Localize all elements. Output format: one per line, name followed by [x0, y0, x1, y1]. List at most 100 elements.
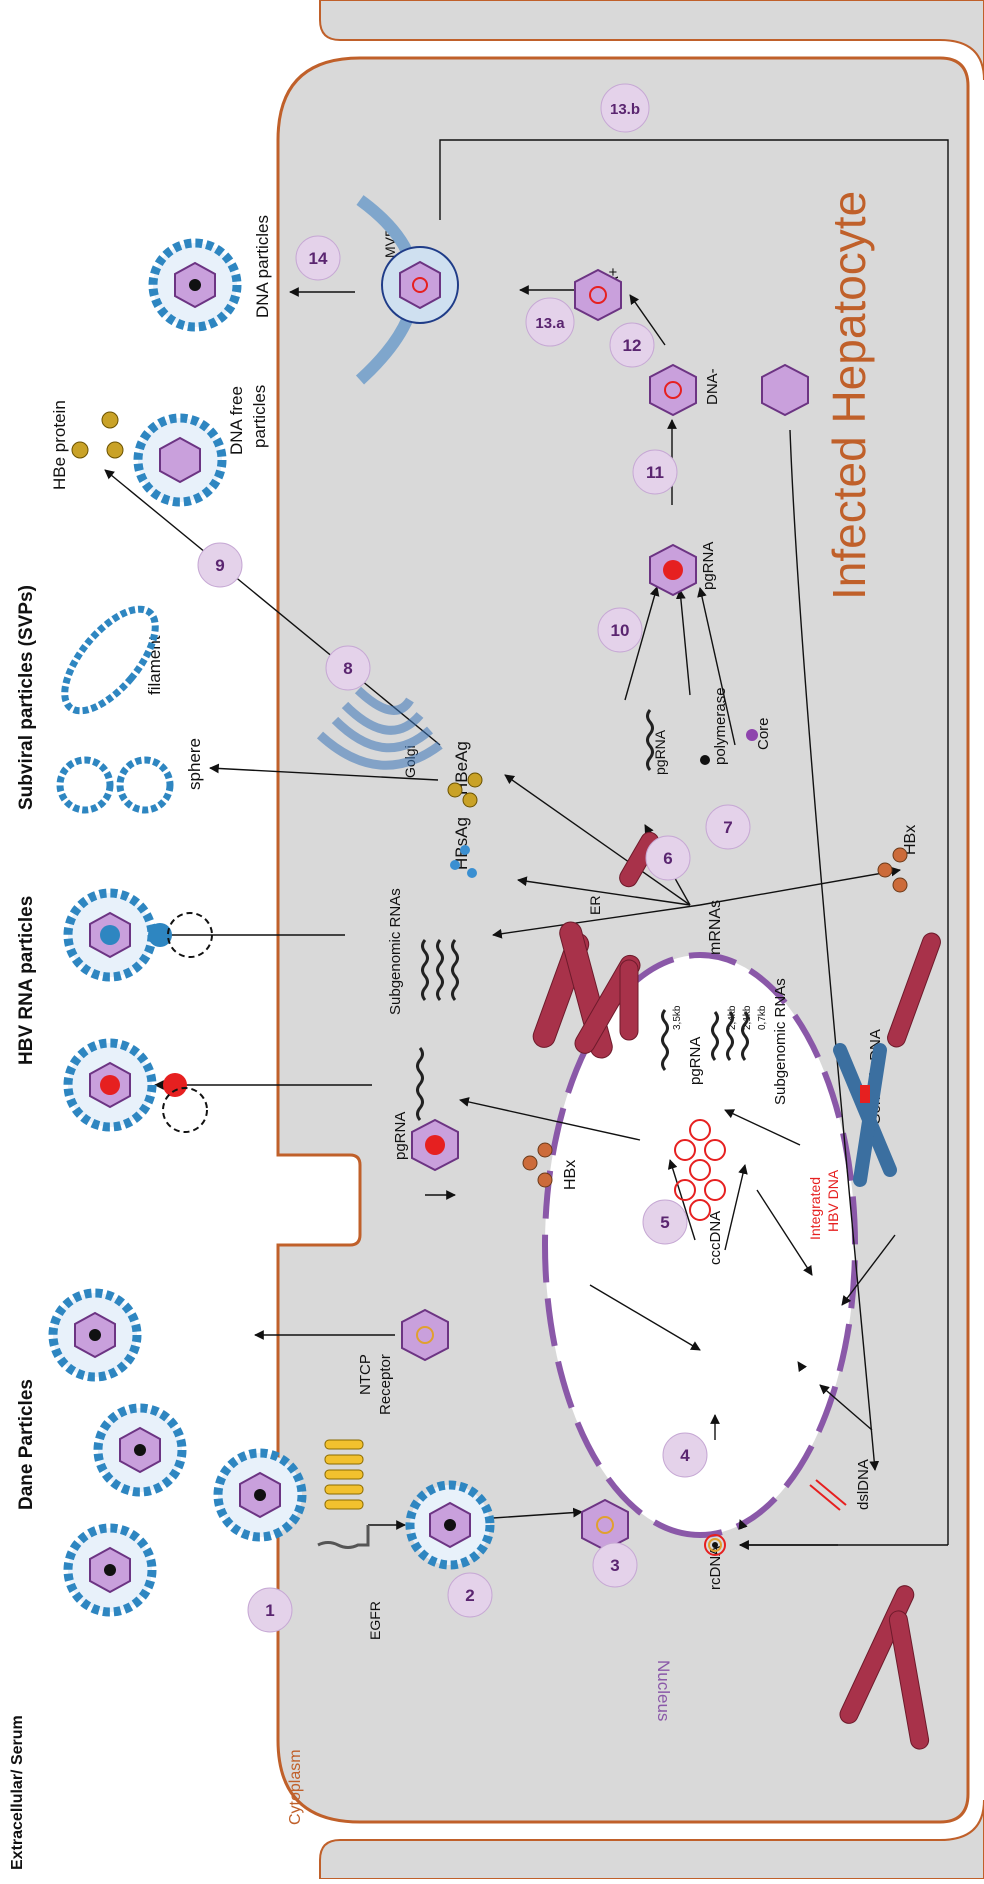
label-receptor: Receptor [377, 1354, 394, 1415]
hbx-nucleus-dots [522, 1142, 553, 1188]
label-mrnas: mRNAs [707, 900, 724, 955]
label-rcdna: rcDNA [707, 1546, 724, 1590]
step-label-2: 2 [465, 1586, 474, 1605]
label-hbx-nucleus: HBx [562, 1160, 579, 1190]
virion [405, 1480, 495, 1570]
step-label-1: 1 [265, 1601, 274, 1620]
multivesicular-body [355, 195, 459, 385]
golgi-apparatus [316, 686, 443, 770]
virion [63, 1523, 157, 1617]
step-label-4: 4 [680, 1446, 690, 1465]
egfr [317, 1525, 370, 1549]
neighbor-cell-bottom [319, 1799, 984, 1880]
capsid-cyto [401, 1308, 449, 1362]
polymerase-dot [700, 755, 710, 765]
naked-subgenomic-circle [167, 912, 213, 958]
label-cccdna: cccDNA [707, 1211, 724, 1265]
neighbor-cell-top [319, 0, 984, 81]
step-badge-3: 3 [592, 1542, 638, 1588]
label-pgrna-nucleus: pgRNA [687, 1037, 704, 1085]
step-badge-13b: 13.b [600, 83, 650, 133]
label-hbeag: HBeAg [452, 741, 471, 795]
hbe-protein-dots [71, 411, 124, 459]
step-badge-1: 1 [247, 1587, 293, 1633]
step-label-12: 12 [623, 336, 642, 355]
label-size-35: 3,5kb [672, 1005, 683, 1030]
step-badge-14: 14 [295, 235, 341, 281]
step-label-11: 11 [646, 463, 664, 482]
core-dot [746, 729, 758, 741]
virion-subgenomic [63, 888, 157, 982]
step-badge-11: 11 [632, 449, 678, 495]
step-label-8: 8 [343, 659, 352, 678]
step-label-14: 14 [309, 249, 328, 268]
step-badge-10: 10 [597, 607, 643, 653]
step-label-7: 7 [723, 818, 732, 837]
step-label-6: 6 [663, 849, 672, 868]
label-dna-free: DNA free [227, 386, 246, 455]
step-badge-2: 2 [447, 1572, 493, 1618]
label-dna-particles: DNA particles [253, 215, 272, 318]
dsldna [809, 1479, 847, 1511]
step-badge-5: 5 [642, 1199, 688, 1245]
step-badge-6: 6 [645, 835, 691, 881]
virion [213, 1448, 307, 1542]
naked-pgrna [163, 1073, 187, 1097]
label-size-07: 0,7kb [757, 1005, 768, 1030]
label-core: Core [755, 717, 772, 750]
label-dsldna: dslDNA [855, 1459, 872, 1510]
label-filament: filament [145, 635, 164, 695]
step-badge-12: 12 [609, 322, 655, 368]
capsid-entry [581, 1498, 629, 1552]
label-dna-minus: DNA- [704, 368, 721, 405]
naked-pgrna-circle [162, 1087, 208, 1133]
header-hbv-rna: HBV RNA particles [16, 896, 37, 1065]
region-cytoplasm: Cytoplasm [287, 1749, 304, 1825]
svp-filament [61, 605, 159, 715]
label-subgenomic-cyto: Subgenomic RNAs [387, 888, 404, 1015]
step-badge-13a: 13.a [525, 297, 575, 347]
virion [93, 1403, 187, 1497]
rcdna [704, 1534, 726, 1556]
step-badge-4: 4 [662, 1432, 708, 1478]
chromosome [833, 1043, 897, 1187]
diagram-title: Infected Hepatocyte [823, 191, 875, 600]
step-label-5: 5 [660, 1213, 669, 1232]
step-badge-7: 7 [705, 804, 751, 850]
label-hbsag: HBsAg [452, 817, 471, 870]
capsid-dna-plus [574, 268, 622, 322]
label-egfr: EGFR [367, 1601, 383, 1640]
cccdna [674, 1119, 726, 1221]
label-dna-free-particles: particles [250, 385, 269, 448]
hbsag-dots [450, 845, 477, 878]
hbeag-dots [447, 772, 483, 808]
virion-dna-free [133, 413, 227, 507]
label-subgenomic-nucleus: Subgenomic RNAs [772, 978, 789, 1105]
header-svps: Subviral particles (SVPs) [16, 585, 37, 810]
label-pgrna-cyto: pgRNA [392, 1112, 409, 1160]
label-hbx-cyto: HBx [902, 825, 919, 855]
label-pgrna-translate: pgRNA [652, 729, 668, 775]
hbx-cyto-dots [877, 847, 908, 893]
step-badge-8: 8 [325, 645, 371, 691]
step-label-13a: 13.a [535, 315, 565, 332]
virion-rna [63, 1038, 157, 1132]
nucleus [542, 952, 858, 1538]
naked-subgenomic [148, 923, 172, 947]
step-label-10: 10 [611, 621, 630, 640]
region-extracellular: Extracellular/ Serum [9, 1715, 26, 1870]
label-hbv-dna: HBV DNA [825, 1169, 841, 1232]
label-integrated: Integrated [807, 1177, 823, 1240]
label-sphere: sphere [185, 738, 204, 790]
step-badge-9: 9 [197, 542, 243, 588]
virion-group [48, 238, 495, 1617]
label-polymerase: polymerase [712, 687, 729, 765]
svp-spheres [56, 756, 174, 814]
step-label-3: 3 [610, 1556, 619, 1575]
label-hbe-protein: HBe protein [50, 400, 69, 490]
virion-dna [148, 238, 242, 332]
step-label-9: 9 [215, 556, 224, 575]
region-nucleus: Nucleus [654, 1660, 673, 1721]
header-dane: Dane Particles [16, 1379, 37, 1510]
capsid-recycle [761, 363, 809, 417]
